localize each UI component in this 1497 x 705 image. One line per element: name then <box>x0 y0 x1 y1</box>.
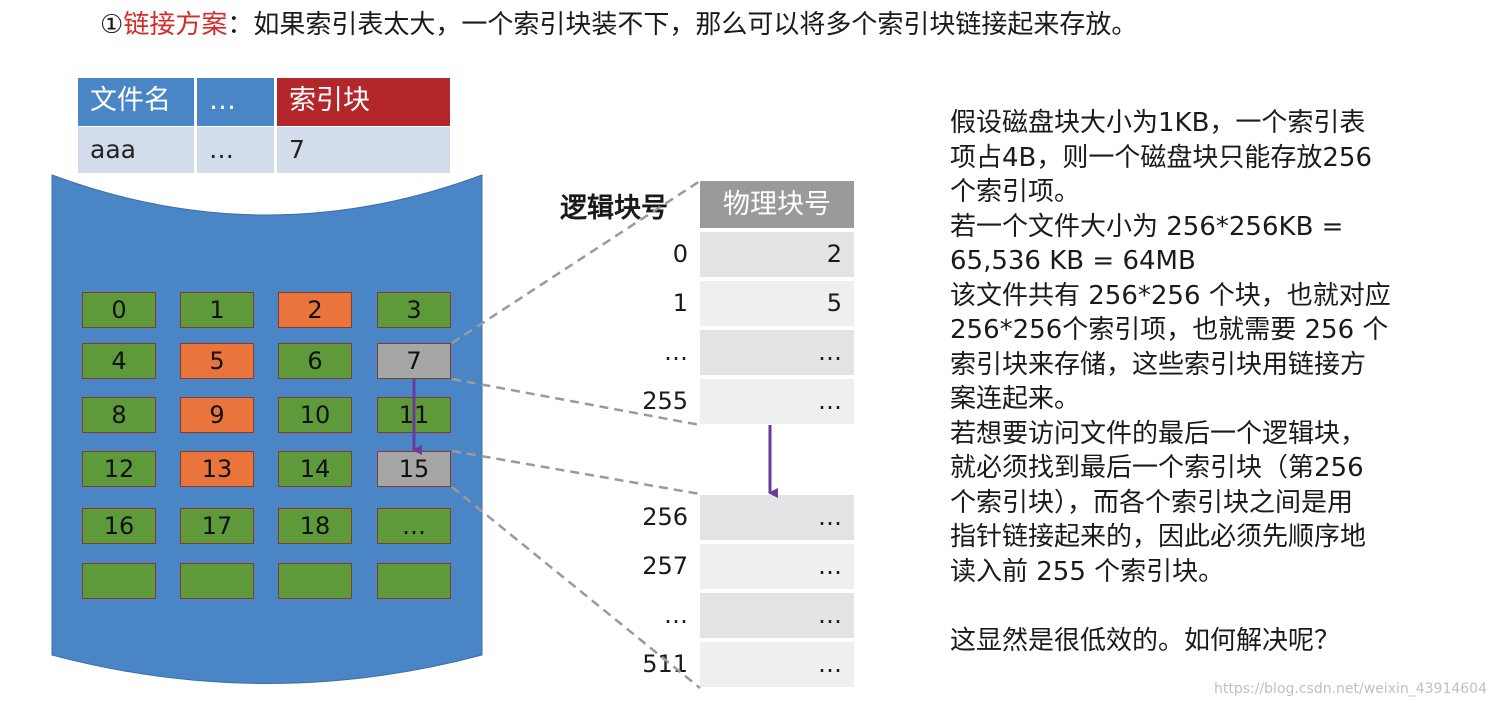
disk-block: 8 <box>82 397 156 433</box>
physical-block-number: … <box>700 330 854 375</box>
logical-block-number: 0 <box>672 240 688 268</box>
guide-line-15-bottom <box>451 486 701 689</box>
disk-block: 4 <box>82 343 156 379</box>
cell-index-block: 7 <box>277 127 450 173</box>
cell-ellipsis: … <box>197 127 274 173</box>
explanation-line: 读入前 255 个索引块。 <box>950 556 1225 587</box>
guide-line-15-top <box>451 449 701 496</box>
physical-block-number: … <box>700 495 854 540</box>
explanation-line: 个索引块），而各个索引块之间是用 <box>950 487 1354 518</box>
title-highlight: 链接方案 <box>123 10 228 40</box>
explanation-text: 假设磁盘块大小为1KB，一个索引表项占4B，则一个磁盘块只能存放256 个索引项。… <box>950 106 1470 658</box>
disk-block: 9 <box>180 397 254 433</box>
disk-block: 2 <box>278 292 352 328</box>
explanation-line: 项占4B，则一个磁盘块只能存放256 <box>950 142 1373 173</box>
disk-block: 0 <box>82 292 156 328</box>
header-index-block: 索引块 <box>277 78 450 126</box>
logical-block-number: 255 <box>642 387 688 415</box>
watermark: https://blog.csdn.net/weixin_43914604 <box>1213 681 1487 697</box>
logical-block-number: … <box>664 601 688 629</box>
disk-block: 18 <box>278 508 352 544</box>
explanation-line: 256*256个索引项，也就需要 256 个 <box>950 315 1389 345</box>
explanation-line: 这显然是很低效的。如何解决呢？ <box>950 625 1341 656</box>
disk-block <box>377 563 451 599</box>
disk-block: 14 <box>278 451 352 487</box>
disk-block: 17 <box>180 508 254 544</box>
explanation-line: 案连起来。 <box>950 384 1081 414</box>
disk-block: 15 <box>377 451 451 487</box>
explanation-line: 该文件共有 256*256 个块，也就对应 <box>950 280 1391 311</box>
disk-block: 5 <box>180 343 254 379</box>
disk-block: 7 <box>377 343 451 379</box>
physical-block-header: 物理块号 <box>700 181 854 228</box>
explanation-line: 个索引项。 <box>950 177 1081 207</box>
disk-block: 3 <box>377 292 451 328</box>
disk-block: 10 <box>278 397 352 433</box>
title-marker: ① <box>100 10 124 40</box>
explanation-line: 就必须找到最后一个索引块（第256 <box>950 453 1364 483</box>
explanation-line: 指针链接起来的，因此必须先顺序地 <box>950 522 1367 552</box>
logical-block-number: 257 <box>642 552 688 580</box>
disk-block <box>82 563 156 599</box>
explanation-line: 假设磁盘块大小为1KB，一个索引表 <box>950 108 1366 138</box>
disk-block: … <box>377 508 451 544</box>
physical-block-number: 2 <box>700 232 854 277</box>
logical-block-header: 逻辑块号 <box>560 193 668 224</box>
logical-block-number: 256 <box>642 503 688 531</box>
physical-block-number: … <box>700 379 854 424</box>
disk-block: 13 <box>180 451 254 487</box>
guide-line-7-bottom <box>451 377 701 427</box>
physical-block-number: … <box>700 544 854 589</box>
physical-block-number: 5 <box>700 281 854 326</box>
explanation-line: 若想要访问文件的最后一个逻辑块， <box>950 418 1367 449</box>
physical-block-number: … <box>700 593 854 638</box>
title-rest: ：如果索引表太大，一个索引块装不下，那么可以将多个索引块链接起来存放。 <box>227 10 1138 40</box>
explanation-line: 若一个文件大小为 256*256KB = <box>950 211 1344 242</box>
header-filename: 文件名 <box>78 78 194 126</box>
header-ellipsis: … <box>197 78 274 126</box>
disk-block: 12 <box>82 451 156 487</box>
logical-block-number: … <box>664 338 688 366</box>
disk-block: 6 <box>278 343 352 379</box>
logical-block-number: 1 <box>672 289 688 317</box>
slide-title: ①链接方案：如果索引表太大，一个索引块装不下，那么可以将多个索引块链接起来存放。 <box>100 4 1137 41</box>
explanation-line: 65,536 KB = 64MB <box>950 246 1196 276</box>
disk-block: 1 <box>180 292 254 328</box>
disk-block <box>278 563 352 599</box>
explanation-line <box>950 589 1470 624</box>
disk-block <box>180 563 254 599</box>
guide-line-7-top <box>451 179 701 345</box>
physical-block-number: … <box>700 642 854 687</box>
explanation-line: 索引块来存储，这些索引块用链接方 <box>950 349 1367 380</box>
logical-block-number: 511 <box>642 650 688 678</box>
disk-block: 16 <box>82 508 156 544</box>
cell-filename: aaa <box>78 127 194 173</box>
